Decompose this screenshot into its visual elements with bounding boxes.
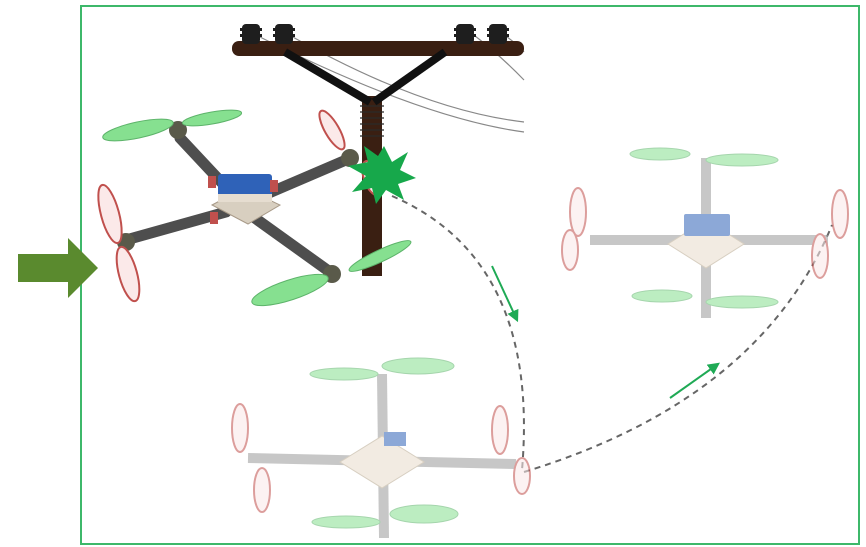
red-bracket (208, 176, 216, 188)
insulator-4 (487, 24, 509, 44)
utility-pole (232, 41, 524, 276)
insulator-2 (273, 24, 295, 44)
propeller-red (561, 187, 849, 279)
push-arrow-icon (18, 238, 98, 298)
direction-arrow-icon (669, 362, 720, 399)
propeller-green (629, 147, 779, 309)
insulator-3 (454, 24, 476, 44)
insulators (240, 24, 509, 44)
insulator-1 (240, 24, 262, 44)
direction-arrow-icon (491, 265, 519, 323)
propeller-green (309, 357, 459, 529)
propeller-red (231, 403, 531, 513)
drone-recovered (561, 147, 849, 318)
propeller-green (102, 109, 412, 307)
red-bracket (210, 212, 218, 224)
drone-tumbling (231, 357, 531, 539)
red-bracket (270, 180, 278, 192)
collision-burst-icon (348, 146, 416, 204)
drone-colliding (97, 109, 412, 307)
